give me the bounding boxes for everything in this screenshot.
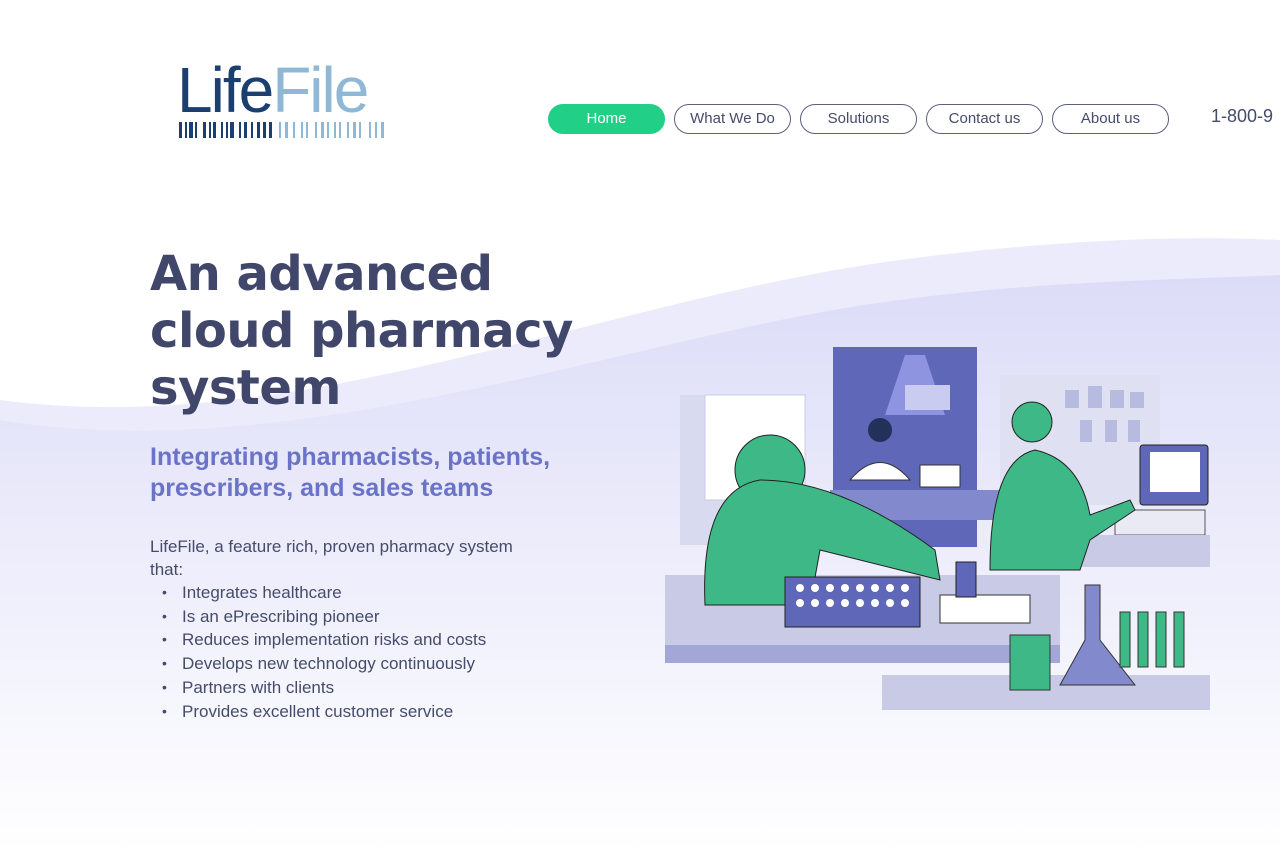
nav-contact-us[interactable]: Contact us: [926, 104, 1043, 134]
feature-item: Provides excellent customer service: [182, 700, 486, 724]
nav-what-we-do[interactable]: What We Do: [674, 104, 791, 134]
feature-item: Reduces implementation risks and costs: [182, 628, 486, 652]
nav-solutions[interactable]: Solutions: [800, 104, 917, 134]
feature-item: Is an ePrescribing pioneer: [182, 605, 486, 629]
main-nav: Home What We Do Solutions Contact us Abo…: [548, 104, 1169, 134]
lifefile-logo[interactable]: LifeFile: [175, 58, 400, 144]
nav-about-us[interactable]: About us: [1052, 104, 1169, 134]
logo-life: Life: [177, 54, 274, 126]
feature-item: Integrates healthcare: [182, 581, 486, 605]
barcode-icon: [179, 122, 384, 138]
logo-file: File: [272, 54, 369, 126]
feature-list: Integrates healthcare Is an ePrescribing…: [182, 581, 486, 723]
feature-item: Partners with clients: [182, 676, 486, 700]
hero-subtitle: Integrating pharmacists, patients, presc…: [150, 443, 551, 502]
hero-title: An advanced cloud pharmacy system: [150, 246, 573, 416]
pharmacy-lab-illustration: [665, 347, 1210, 710]
nav-home[interactable]: Home: [548, 104, 665, 134]
feature-item: Develops new technology continuously: [182, 652, 486, 676]
phone-number[interactable]: 1-800-9: [1211, 106, 1274, 126]
hero-intro: LifeFile, a feature rich, proven pharmac…: [150, 537, 513, 579]
